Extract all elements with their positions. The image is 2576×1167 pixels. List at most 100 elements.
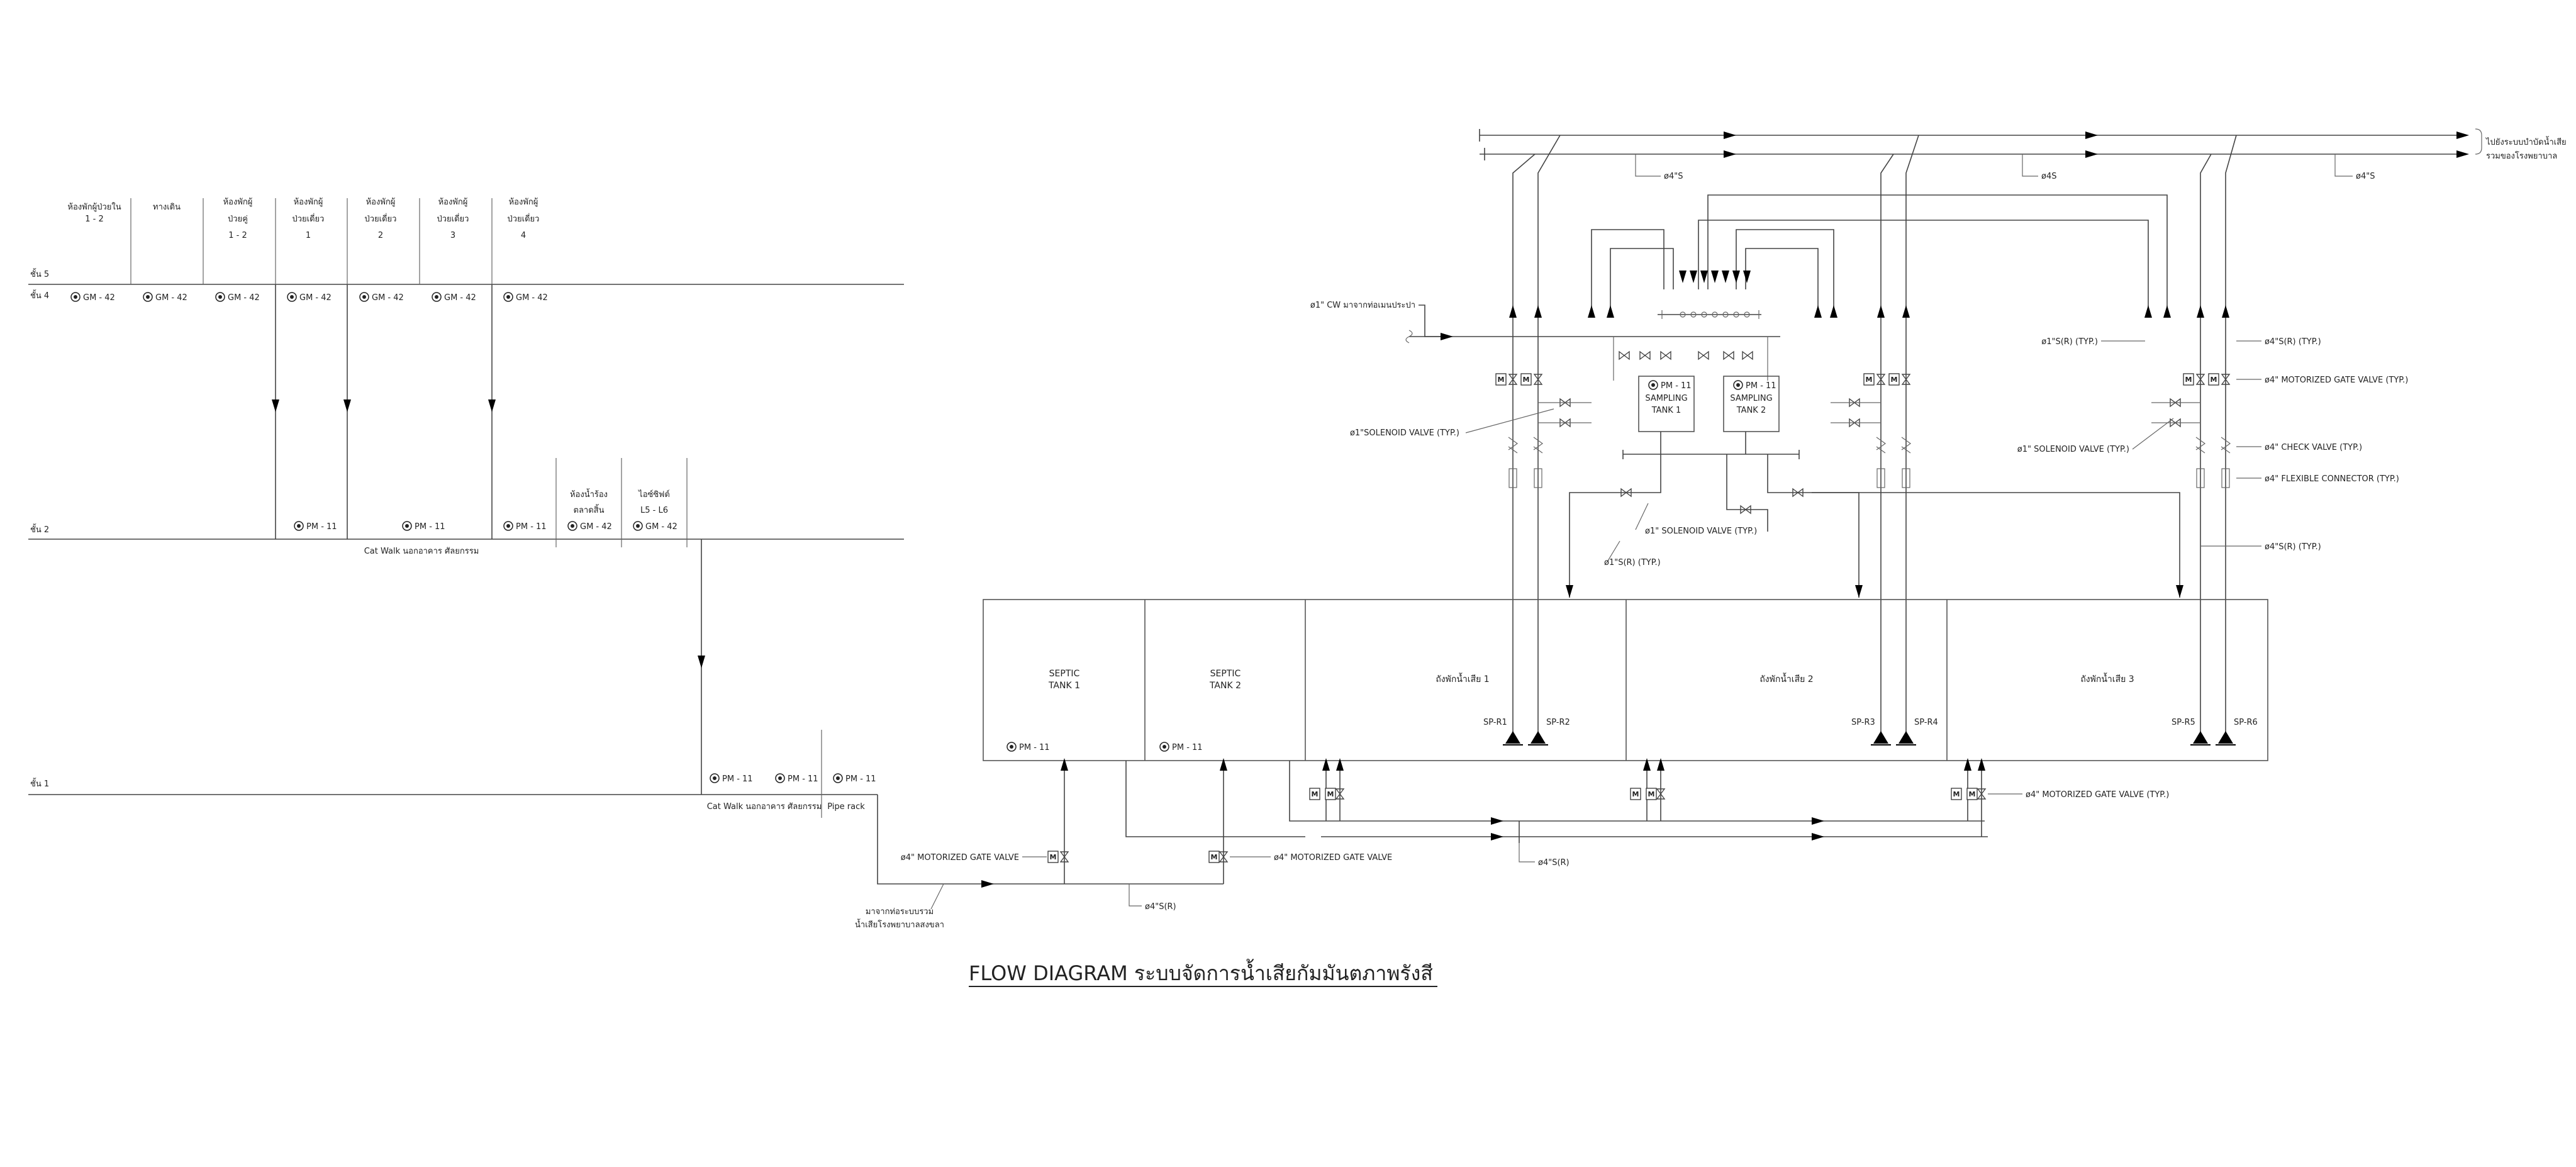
flow-arrow-icon (1657, 758, 1664, 771)
pump-label-1: SP-R2 (1546, 718, 1570, 727)
samp2-pm: PM - 11 (1746, 381, 1776, 391)
f1-catwalk: Cat Walk นอกอาคาร ศัลยกรรม (707, 802, 822, 812)
mgv-left-label: ø4" MOTORIZED GATE VALVE (901, 853, 1019, 863)
gm-label-5: GM - 42 (444, 293, 476, 303)
outlet-l1: ไปยังระบบบำบัดน้ำเสีย (2485, 136, 2567, 147)
flow-arrow-icon (1964, 758, 1971, 771)
flow-arrow-icon (1812, 817, 1824, 825)
leader-line (1465, 408, 1554, 433)
motorized-valve[interactable]: M (1520, 373, 1542, 386)
motorized-valve[interactable]: M (2208, 373, 2230, 386)
flow-arrow-icon (1724, 150, 1736, 158)
gm-meter-icon (70, 292, 81, 302)
flow-arrow-icon (1220, 758, 1227, 771)
room-2-l3: 1 - 2 (228, 231, 247, 240)
riser-to-main (877, 795, 994, 885)
flow-arrow-icon (1855, 585, 1863, 598)
svg-text:M: M (1211, 853, 1218, 861)
submersible-pump-icon (1502, 730, 2236, 745)
pump-label-0: SP-R1 (1483, 718, 1507, 727)
gm-label-4: GM - 42 (372, 293, 404, 303)
floor-label-2: ชั้น 2 (30, 523, 49, 535)
svg-text:M: M (1523, 376, 1530, 384)
motorized-valve[interactable]: M M (1309, 788, 1344, 800)
room-5-l1: ห้องพักผู้ (438, 198, 468, 207)
outlet-l2: รวมของโรงพยาบาล (2486, 151, 2557, 161)
diagram-title: FLOW DIAGRAM ระบบจัดการน้ำเสียกัมมันตภาพ… (969, 959, 1433, 985)
septic2-l1: SEPTIC (1210, 669, 1241, 679)
leader-line (1607, 540, 1620, 562)
f2-catwalk: Cat Walk นอกอาคาร ศัลยกรรม (364, 547, 479, 556)
p4sr-right2-label: ø4"S(R) (TYP.) (2265, 542, 2321, 552)
samp1-l1: SAMPLING (1645, 394, 1687, 403)
f2-pm-0: PM - 11 (306, 522, 337, 532)
pm-meter-icon (833, 773, 843, 783)
check-valves (1508, 437, 2231, 488)
p4sr-right-label: ø4"S(R) (TYP.) (2265, 337, 2321, 347)
sampling-tank-2 (1723, 376, 1780, 432)
svg-text:M: M (1498, 376, 1505, 384)
mgv-right-label: ø4" MOTORIZED GATE VALVE (TYP.) (2265, 376, 2408, 385)
svg-text:M: M (1632, 790, 1639, 798)
flow-arrow-icon (2085, 150, 2098, 158)
flow-arrow-icon (2456, 150, 2469, 158)
motorized-valve[interactable]: M (1495, 373, 1517, 386)
motorized-valve[interactable]: M M (1951, 788, 1986, 800)
flow-arrow-icon (1566, 585, 1573, 598)
flow-arrow-icon (698, 656, 705, 668)
decay1-label: ถังพักน้ำเสีย 1 (1436, 673, 1489, 684)
incoming-l2: น้ำเสียโรงพยาบาลสงขลา (855, 919, 944, 930)
mgv-left2-label: ø4" MOTORIZED GATE VALVE (1274, 853, 1392, 863)
flow-arrow-icon (1732, 271, 1740, 283)
flow-arrow-icon (2144, 305, 2152, 318)
gm-label-3: GM - 42 (299, 293, 332, 303)
pm-meter-icon (503, 521, 513, 531)
p1sr-mid-label: ø1"S(R) (TYP.) (1604, 558, 1661, 567)
motorized-valve[interactable]: M (1047, 851, 1069, 863)
flow-arrow-icon (2197, 305, 2204, 318)
f1-piperack: Pipe rack (827, 802, 865, 812)
septic1-l1: SEPTIC (1049, 669, 1080, 679)
room-5-l3: 3 (450, 231, 455, 240)
gm-meter-icon (633, 521, 643, 531)
p1sr-right-label: ø1"S(R) (TYP.) (2041, 337, 2098, 347)
flow-arrow-icon (1830, 305, 1837, 318)
motorized-valve[interactable]: M (1208, 851, 1228, 863)
motorized-valve[interactable]: M (2183, 373, 2205, 386)
flow-arrow-icon (1534, 305, 1542, 318)
motorized-valve[interactable]: M M (1630, 788, 1665, 800)
gm-meter-icon (143, 292, 153, 302)
samp1-pm: PM - 11 (1661, 381, 1692, 391)
outlet-bracket (2475, 128, 2482, 155)
room-3-l1: ห้องพักผู้ (294, 198, 323, 207)
sampling-tank-1 (1638, 376, 1695, 432)
f2-room-a-gm: GM - 42 (580, 522, 612, 532)
f2-room-a-l1: ห้องน้ำร้อง (570, 488, 608, 500)
gm-label-2: GM - 42 (228, 293, 260, 303)
room-1-l1: ทางเดิน (153, 203, 181, 212)
floor-label-4: ชั้น 4 (30, 289, 49, 301)
flow-arrow-icon (1336, 758, 1344, 771)
flow-arrow-icon (1724, 131, 1736, 139)
f1-pm-2: PM - 11 (845, 774, 876, 784)
pm-meter-icon (1733, 380, 1743, 390)
decay3-label: ถังพักน้ำเสีย 3 (2080, 673, 2134, 684)
motorized-valve[interactable]: M (1863, 373, 1885, 386)
flow-arrow-icon (2085, 131, 2098, 139)
cw-label: ø1" CW มาจากท่อเมนประปา (1310, 301, 1415, 310)
septic1-l2: TANK 1 (1048, 681, 1080, 691)
flow-arrow-icon (272, 399, 279, 412)
pm-meter-icon (294, 521, 304, 531)
flow-arrow-icon (1061, 758, 1068, 771)
pump-label-2: SP-R3 (1851, 718, 1875, 727)
septic2-pm: PM - 11 (1172, 743, 1203, 752)
room-5-l2: ป่วยเดี่ยว (437, 213, 469, 224)
f1-pm-1: PM - 11 (788, 774, 818, 784)
svg-text:M: M (1312, 790, 1319, 798)
gm-label-6: GM - 42 (516, 293, 548, 303)
motorized-valve[interactable]: M (1888, 373, 1910, 386)
flow-arrow-icon (1711, 271, 1719, 283)
pm-meter-icon (775, 773, 785, 783)
pm-meter-icon (710, 773, 720, 783)
svg-text:M: M (1866, 376, 1873, 384)
